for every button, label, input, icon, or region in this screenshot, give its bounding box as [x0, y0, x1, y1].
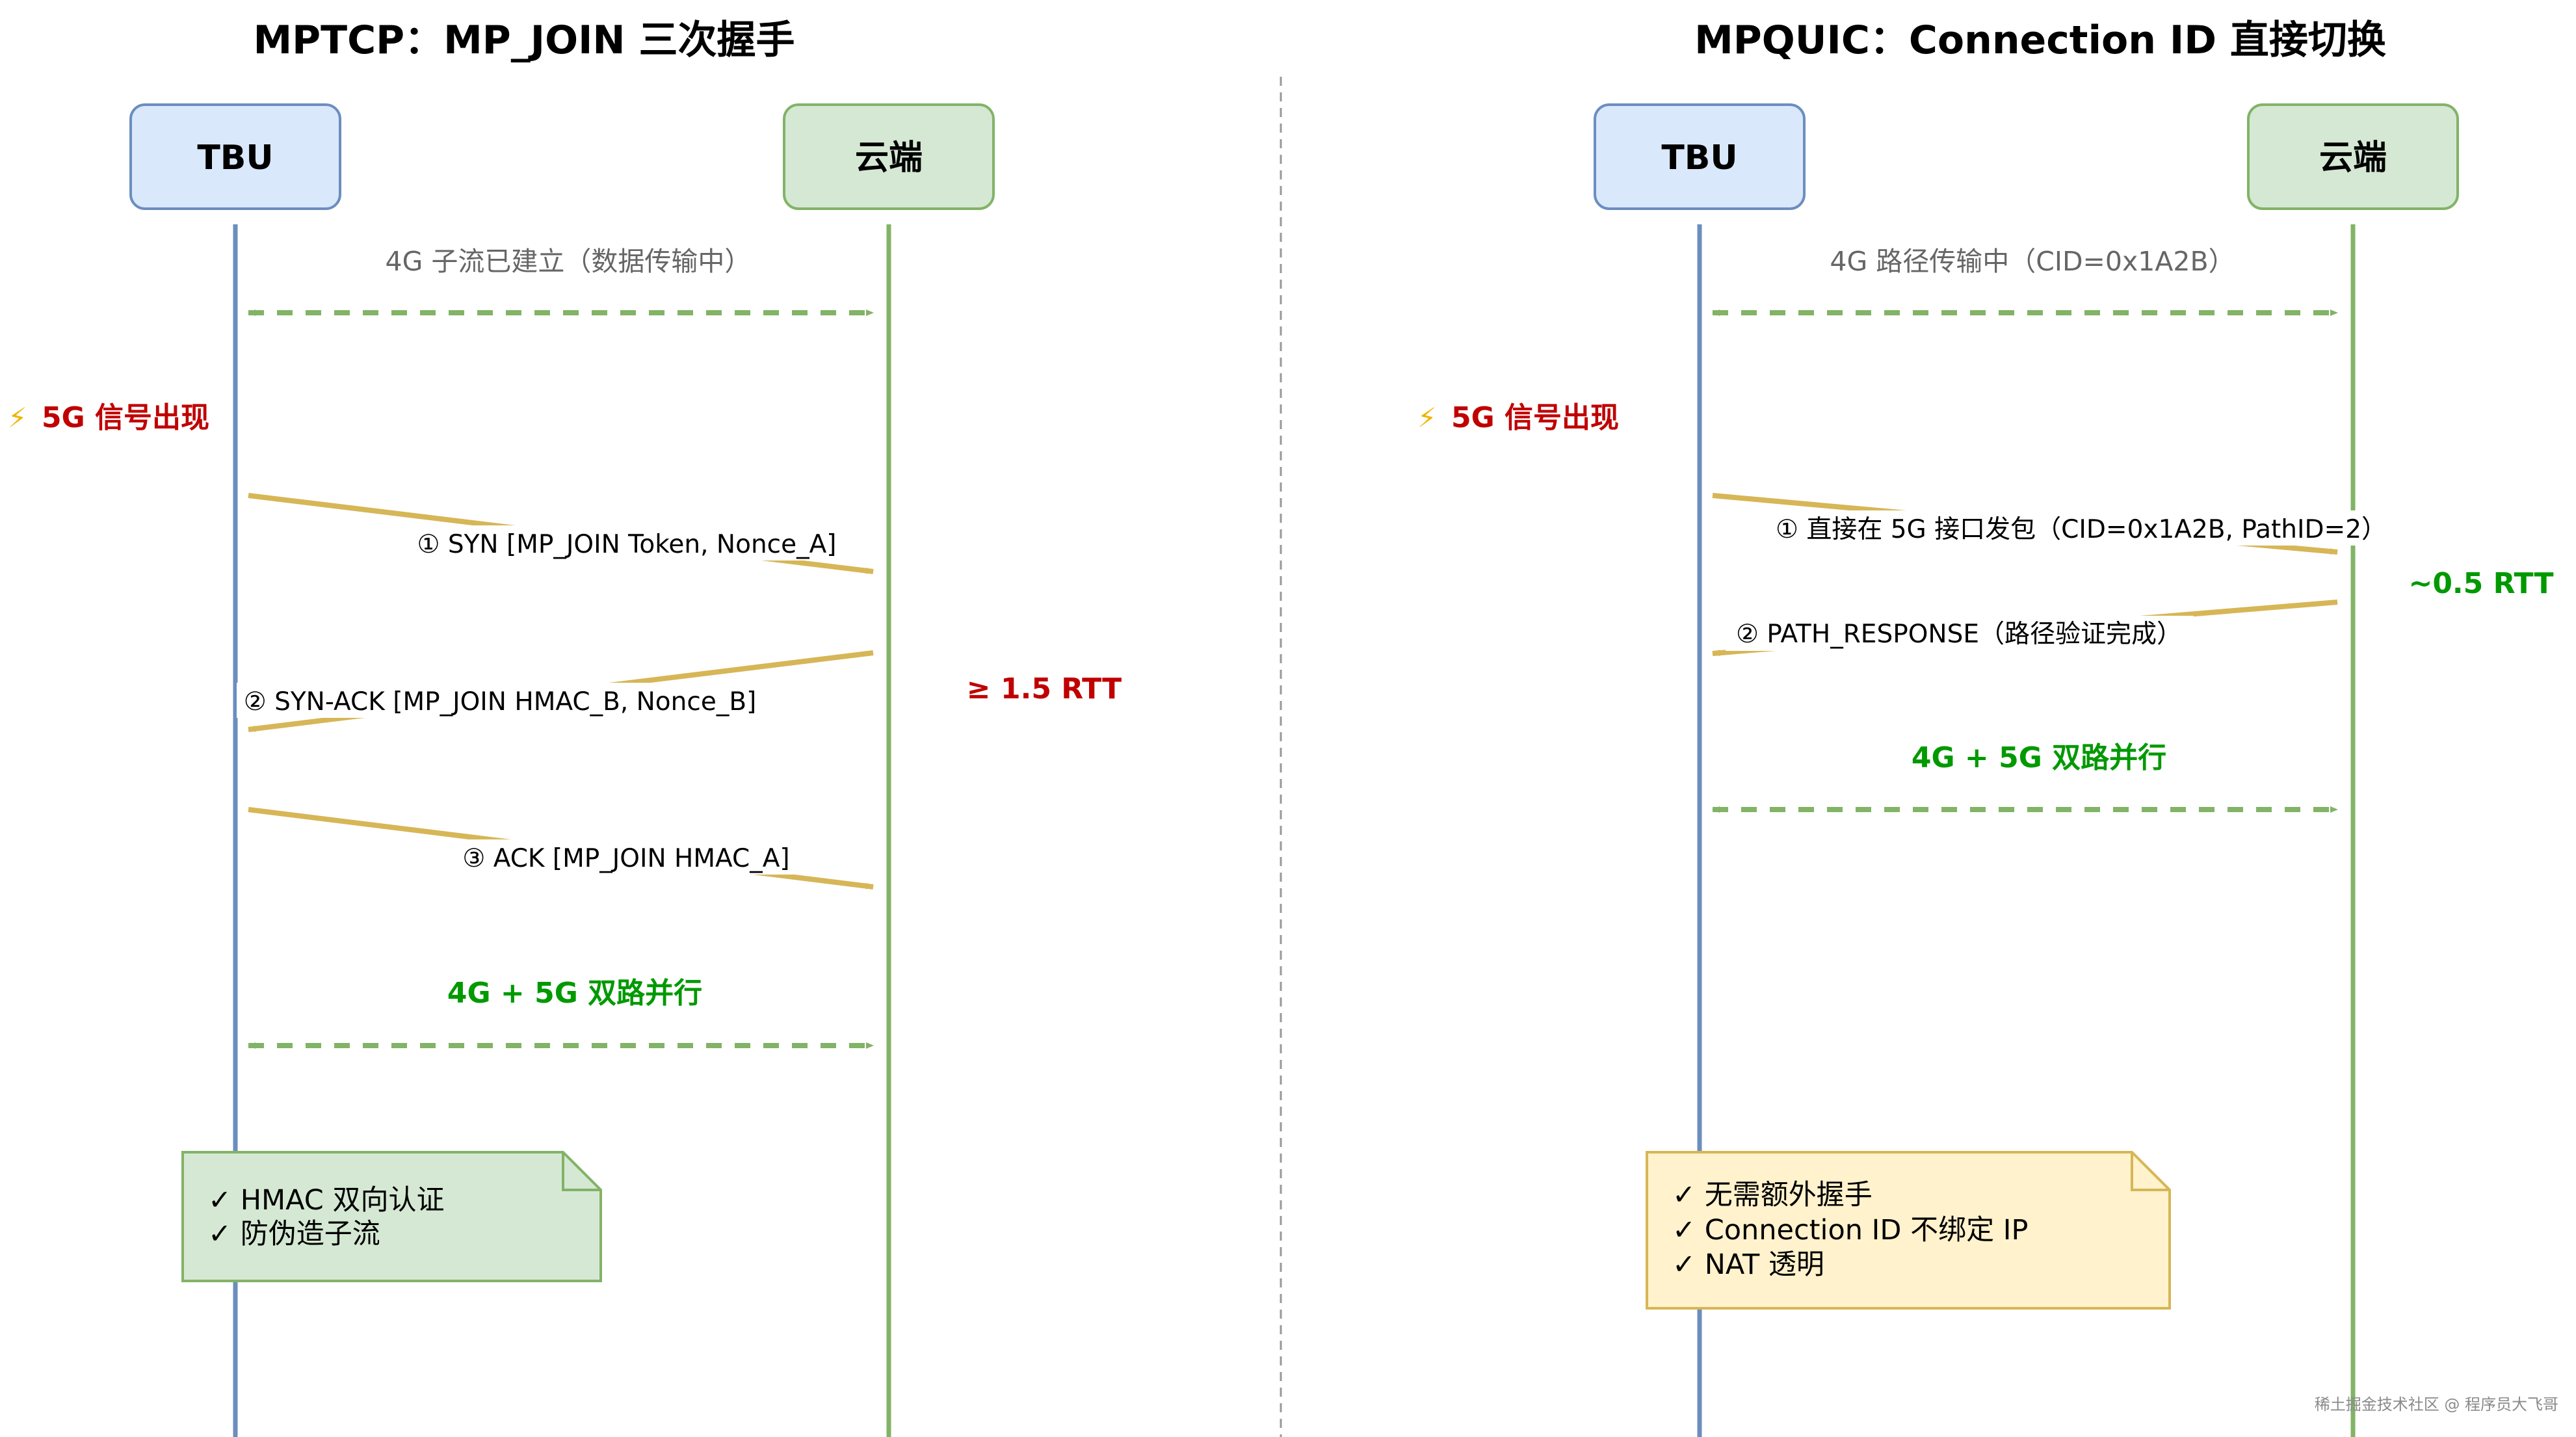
- note-line-cid-not-bound: ✓ Connection ID 不绑定 IP: [1672, 1214, 2028, 1246]
- direct-send-label: ① 直接在 5G 接口发包（CID=0x1A2B, PathID=2）: [1776, 515, 2387, 544]
- parallel-label-right: 4G + 5G 双路并行: [1912, 741, 2166, 774]
- established-4g-label: 4G 子流已建立（数据传输中）: [386, 246, 752, 277]
- ack-label-bg: [454, 839, 798, 875]
- note-line-no-handshake: ✓ 无需额外握手: [1672, 1179, 1873, 1211]
- note-line-hmac: ✓ HMAC 双向认证: [208, 1184, 444, 1217]
- cloud-actor[interactable]: 云端: [783, 103, 995, 210]
- mpquic-title: MPQUIC：Connection ID 直接切换: [1694, 18, 2386, 63]
- note-line-nat-transparent: ✓ NAT 透明: [1672, 1248, 1824, 1281]
- lightning-icon-right: ⚡: [1417, 402, 1437, 434]
- path-response-label-bg: [1726, 616, 2194, 651]
- note-line-anti-forgery: ✓ 防伪造子流: [208, 1218, 380, 1250]
- lightning-icon: ⚡: [8, 402, 27, 434]
- cloud-actor-right[interactable]: 云端: [2247, 103, 2459, 210]
- signal-5g-label: 5G 信号出现: [42, 401, 209, 434]
- syn-ack-label-bg: [237, 683, 763, 718]
- established-4g-label-right: 4G 路径传输中（CID=0x1A2B）: [1830, 246, 2235, 277]
- signal-5g-label-right: 5G 信号出现: [1451, 401, 1619, 434]
- mpquic-panel: MPQUIC：Connection ID 直接切换 TBU 云端 4G 路径传输…: [1417, 18, 2554, 1437]
- syn-label: ① SYN [MP_JOIN Token, Nonce_A]: [417, 530, 836, 559]
- mptcp-title: MPTCP：MP_JOIN 三次握手: [253, 18, 795, 63]
- rtt-label-right: ~0.5 RTT: [2408, 567, 2553, 600]
- ack-label: ③ ACK [MP_JOIN HMAC_A]: [462, 844, 789, 873]
- syn-label-bg: [411, 525, 843, 560]
- tbu-actor-right[interactable]: TBU: [1594, 103, 1806, 210]
- cloud-actor-right-label: 云端: [2319, 138, 2387, 178]
- direct-send-label-bg: [1791, 510, 2376, 546]
- tbu-actor-right-label: TBU: [1661, 138, 1737, 178]
- syn-ack-label: ② SYN-ACK [MP_JOIN HMAC_B, Nonce_B]: [244, 687, 757, 717]
- parallel-label: 4G + 5G 双路并行: [447, 977, 702, 1010]
- watermark: 稀土掘金技术社区 @ 程序员大飞哥: [2315, 1395, 2558, 1414]
- cloud-actor-label: 云端: [855, 138, 923, 178]
- tbu-actor[interactable]: TBU: [129, 103, 341, 210]
- security-note: ✓ HMAC 双向认证 ✓ 防伪造子流: [181, 1151, 602, 1282]
- tbu-actor-label: TBU: [197, 138, 273, 178]
- mptcp-panel: MPTCP：MP_JOIN 三次握手 TBU 云端 4G 子流已建立（数据传输中…: [8, 18, 1122, 1437]
- rtt-label: ≥ 1.5 RTT: [967, 672, 1122, 705]
- mpquic-note: ✓ 无需额外握手 ✓ Connection ID 不绑定 IP ✓ NAT 透明: [1646, 1151, 2171, 1310]
- path-response-label: ② PATH_RESPONSE（路径验证完成）: [1736, 620, 2182, 649]
